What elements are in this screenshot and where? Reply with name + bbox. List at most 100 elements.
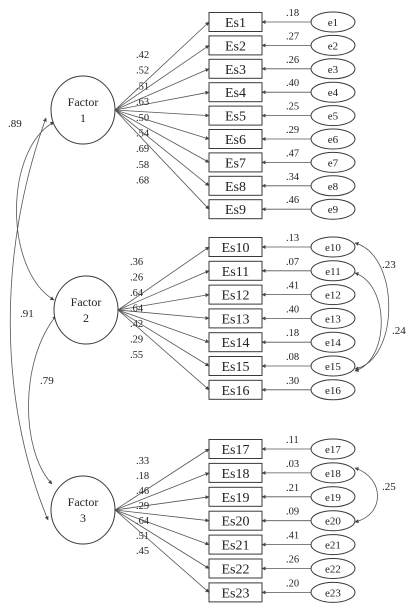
error-value-e19: .21 [286, 483, 299, 494]
loading-label-es23: .45 [136, 546, 149, 557]
factor-2: Factor 2 [53, 275, 119, 345]
item-box-es17 [208, 439, 263, 459]
loading-arrow-es6 [114, 109, 210, 140]
loading-arrow-es12 [117, 293, 210, 311]
error-ellipse-e17 [310, 438, 356, 460]
error-value-e3: .26 [286, 55, 299, 66]
loading-label-es16: .55 [130, 350, 143, 361]
factor-1-ellipse [50, 75, 116, 145]
error-value-e23: .20 [286, 578, 299, 589]
factor-1-number: 1 [80, 111, 86, 125]
error-covariances: .23 .24 .25 [354, 242, 406, 524]
error-label-e11: e11 [325, 266, 340, 278]
loading-label-es7: .69 [136, 144, 149, 155]
error-value-e10: .13 [286, 233, 299, 244]
item-box-es21 [208, 534, 263, 555]
error-label-e5: e5 [328, 111, 339, 123]
item-box-es15 [208, 356, 263, 376]
loading-label-es19: .46 [136, 486, 149, 497]
error-value-e22: .26 [286, 555, 299, 566]
loading-label-es12: .64 [130, 288, 144, 299]
corr-label-f1-f3: .91 [20, 308, 34, 320]
error-ellipse-e1 [310, 11, 356, 33]
cov-label-e11-e15: .24 [392, 325, 406, 337]
error-ellipse-e6 [310, 128, 356, 150]
loading-arrow-es21 [114, 509, 210, 546]
error-value-e9: .46 [286, 195, 299, 206]
item-label-es1: Es1 [225, 16, 246, 31]
item-box-es7 [208, 152, 263, 173]
error-ellipse-e3 [310, 58, 356, 80]
item-box-es22 [208, 558, 263, 579]
loading-label-es18: .18 [136, 471, 149, 482]
error-ellipse-e21 [310, 534, 356, 556]
error-ellipse-e19 [310, 486, 356, 508]
item-label-es13: Es13 [222, 312, 250, 327]
item-box-es13 [208, 308, 263, 329]
error-ellipse-e15 [310, 355, 356, 377]
item-box-es4 [208, 82, 263, 103]
item-box-es14 [208, 332, 263, 353]
loading-arrow-es5 [114, 109, 210, 118]
error-ellipse-e14 [310, 331, 356, 353]
error-value-e7: .47 [286, 148, 299, 159]
loading-arrow-es4 [114, 90, 210, 111]
item-label-es3: Es3 [225, 63, 246, 78]
error-value-e1: .18 [286, 8, 299, 19]
loading-label-es15: .29 [130, 335, 143, 346]
error-value-e12: .41 [286, 281, 299, 292]
corr-label-f1-f2: .89 [8, 118, 22, 130]
error-label-e9: e9 [328, 204, 339, 216]
error-value-e16: .30 [286, 376, 299, 387]
factor-1-label: Factor [68, 95, 99, 109]
item-es7: Es7 e7 .47 .69 [114, 109, 356, 173]
error-value-e8: .34 [286, 172, 300, 183]
error-ellipse-e22 [310, 558, 356, 579]
cov-label-e18-e20: .25 [382, 481, 396, 493]
error-ellipse-e23 [310, 581, 356, 603]
loading-label-es3: .51 [136, 81, 149, 92]
error-label-e13: e13 [325, 313, 341, 325]
error-value-e14: .18 [286, 328, 299, 339]
error-label-e15: e15 [325, 361, 341, 373]
error-label-e7: e7 [328, 157, 339, 169]
error-value-e17: .11 [286, 435, 299, 446]
loading-label-es8: .58 [136, 160, 149, 171]
error-value-e6: .29 [286, 125, 299, 136]
item-box-es11 [208, 260, 263, 281]
error-value-e18: .03 [286, 459, 299, 470]
factor-3: Factor 3 [50, 475, 116, 545]
loading-arrow-es13 [117, 309, 210, 321]
factor-2-number: 2 [83, 311, 89, 325]
error-ellipse-e12 [310, 284, 356, 306]
item-label-es18: Es18 [222, 467, 250, 482]
loading-label-es10: .36 [130, 257, 143, 268]
item-box-es20 [208, 510, 263, 531]
factor-2-ellipse [53, 275, 119, 345]
factor-2-label: Factor [71, 295, 102, 309]
error-value-e2: .27 [286, 31, 299, 42]
item-label-es7: Es7 [225, 156, 246, 171]
loading-label-es4: .63 [136, 97, 149, 108]
error-value-e13: .40 [286, 304, 299, 315]
loading-label-es6: .54 [136, 129, 150, 140]
loading-arrow-es9 [114, 109, 210, 210]
item-label-es14: Es14 [222, 336, 250, 351]
loading-arrow-es3 [114, 68, 210, 111]
item-label-es21: Es21 [222, 539, 250, 554]
item-label-es12: Es12 [222, 289, 250, 304]
error-label-e2: e2 [328, 40, 338, 52]
error-label-e1: e1 [328, 17, 338, 29]
error-ellipse-e2 [310, 34, 356, 56]
